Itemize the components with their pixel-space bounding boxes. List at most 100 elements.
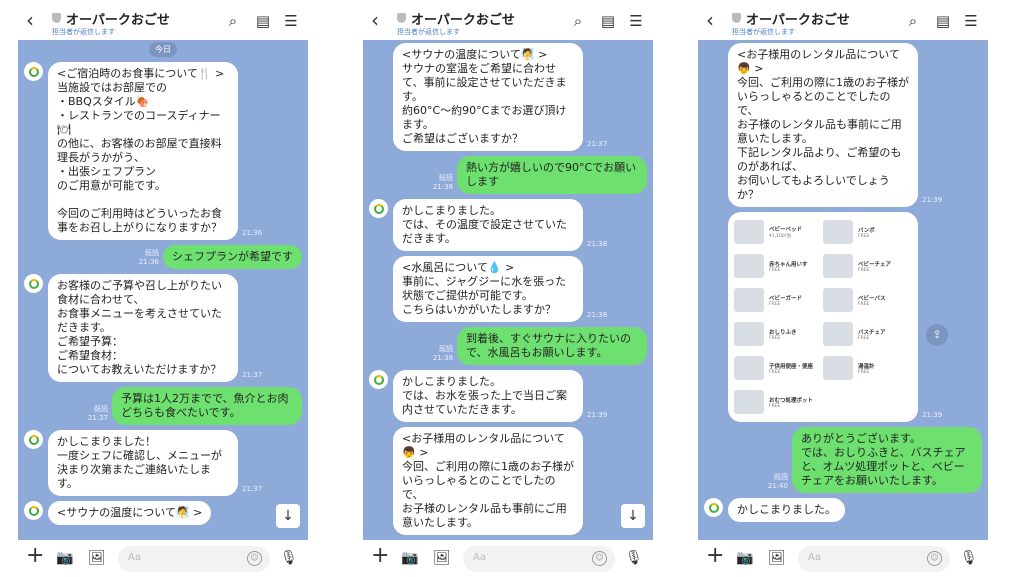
rental-item-price: FREE bbox=[769, 301, 781, 307]
chat-area[interactable]: <お子様用のレンタル品について👦 > 今回、ご利用の際に1歳のお子様がいらっしゃ… bbox=[698, 40, 988, 540]
plus-icon[interactable]: + bbox=[706, 543, 725, 568]
rental-item-photo bbox=[734, 390, 764, 414]
avatar-logo-icon bbox=[708, 502, 719, 513]
menu-icon[interactable]: ☰ bbox=[284, 12, 298, 30]
back-chevron-icon[interactable]: ‹ bbox=[706, 8, 714, 32]
avatar-logo-icon bbox=[373, 203, 384, 214]
emoji-icon[interactable]: ☺ bbox=[247, 551, 262, 566]
message-list: <お子様用のレンタル品について👦 > 今回、ご利用の際に1歳のお子様がいらっしゃ… bbox=[698, 43, 988, 527]
rental-item-photo bbox=[734, 288, 764, 312]
camera-icon[interactable]: 📷 bbox=[56, 550, 74, 566]
received-message: かしこまりました。 では、お水を張った上で当日ご案内させていただきます。 bbox=[393, 370, 583, 422]
received-message: お客様のご予算や召し上がりたい食材に合わせて、 お食事メニューを考えさせていただ… bbox=[48, 274, 238, 382]
rental-item-photo bbox=[734, 254, 764, 278]
sender-avatar[interactable] bbox=[369, 370, 388, 389]
rental-item-price: FREE bbox=[769, 369, 781, 375]
notes-icon[interactable]: ▤ bbox=[935, 12, 951, 30]
microphone-icon[interactable]: 🎙 bbox=[280, 550, 298, 566]
plus-icon[interactable]: + bbox=[371, 543, 390, 568]
read-receipt: 既読 21:38 bbox=[432, 345, 453, 362]
back-chevron-icon[interactable]: ‹ bbox=[26, 8, 34, 32]
message-time: 21:37 bbox=[242, 485, 263, 493]
sent-message: ありがとうございます。 では、おしりふきと、バスチェアと、オムツ処理ポットと、ベ… bbox=[792, 427, 982, 493]
date-separator: 今日 bbox=[149, 42, 177, 57]
microphone-icon[interactable]: 🎙 bbox=[960, 550, 978, 566]
search-icon[interactable]: ⌕ bbox=[573, 12, 583, 30]
rental-item-price: FREE bbox=[858, 335, 870, 341]
official-shield-icon bbox=[397, 13, 406, 23]
read-receipt: 既読 21:38 bbox=[432, 174, 453, 191]
sent-message: 到着後、すぐサウナに入りたいので、水風呂もお願いします。 bbox=[457, 327, 647, 365]
message-input[interactable]: Aa☺ bbox=[798, 546, 950, 572]
plus-icon[interactable]: + bbox=[26, 543, 45, 568]
chat-title: オーパークおごせ bbox=[411, 13, 515, 28]
rental-item-name: ベビーバス bbox=[858, 295, 886, 302]
image-icon[interactable]: 🖼 bbox=[88, 550, 106, 566]
sender-avatar[interactable] bbox=[24, 274, 43, 293]
message-row: かしこまりました。 では、その温度で設定させていただきます。21:38 bbox=[363, 199, 653, 251]
received-message: <水風呂について💧 > 事前に、ジャグジーに水を張った状態でご提供が可能です。 … bbox=[393, 256, 583, 322]
sender-avatar[interactable] bbox=[704, 498, 723, 517]
chat-header: ‹オーパークおごせ担当者が返信します⌕▤☰ bbox=[16, 0, 310, 40]
sender-avatar[interactable] bbox=[24, 501, 43, 520]
rental-item-price: FREE bbox=[858, 267, 870, 273]
notes-icon[interactable]: ▤ bbox=[600, 12, 616, 30]
back-chevron-icon[interactable]: ‹ bbox=[371, 8, 379, 32]
message-input[interactable]: Aa☺ bbox=[463, 546, 615, 572]
image-icon[interactable]: 🖼 bbox=[768, 550, 786, 566]
rental-item-name: ベビーベッド bbox=[769, 227, 803, 233]
share-button[interactable]: ⇪ bbox=[926, 324, 948, 346]
rental-item-name: 湯温計 bbox=[858, 363, 875, 370]
scroll-down-button[interactable]: ↓ bbox=[621, 504, 645, 528]
camera-icon[interactable]: 📷 bbox=[736, 550, 754, 566]
image-icon[interactable]: 🖼 bbox=[433, 550, 451, 566]
rental-item-name: おしりふき bbox=[769, 329, 797, 336]
sender-avatar[interactable] bbox=[24, 430, 43, 449]
official-shield-icon bbox=[52, 13, 61, 23]
emoji-icon[interactable]: ☺ bbox=[927, 551, 942, 566]
rental-item: ベビーベッド¥1,100/泊 bbox=[734, 218, 823, 246]
rental-item-price: FREE bbox=[858, 301, 870, 307]
camera-icon[interactable]: 📷 bbox=[401, 550, 419, 566]
microphone-icon[interactable]: 🎙 bbox=[625, 550, 643, 566]
search-icon[interactable]: ⌕ bbox=[228, 12, 238, 30]
menu-icon[interactable]: ☰ bbox=[964, 12, 978, 30]
message-time: 21:38 bbox=[587, 311, 608, 319]
rental-item-photo bbox=[734, 356, 764, 380]
message-input[interactable]: Aa☺ bbox=[118, 546, 270, 572]
chat-area[interactable]: <サウナの温度について🧖 > サウナの室温をご希望に合わせて、事前に設定させてい… bbox=[363, 40, 653, 540]
sender-avatar[interactable] bbox=[24, 62, 43, 81]
received-message: <サウナの温度について🧖 > bbox=[48, 501, 212, 525]
search-icon[interactable]: ⌕ bbox=[908, 12, 918, 30]
message-list: <サウナの温度について🧖 > サウナの室温をご希望に合わせて、事前に設定させてい… bbox=[363, 43, 653, 540]
sender-avatar[interactable] bbox=[369, 199, 388, 218]
scroll-down-button[interactable]: ↓ bbox=[276, 504, 300, 528]
received-message: かしこまりました！ 一度シェフに確認し、メニューが決まり次第またご連絡いたします… bbox=[48, 430, 238, 496]
rental-item-price: ¥1,100/泊 bbox=[769, 234, 791, 239]
notes-icon[interactable]: ▤ bbox=[255, 12, 271, 30]
avatar-logo-icon bbox=[28, 66, 39, 77]
emoji-icon[interactable]: ☺ bbox=[592, 551, 607, 566]
rental-item-photo bbox=[823, 288, 853, 312]
avatar-logo-icon bbox=[28, 434, 39, 445]
chat-area[interactable]: 今日<ご宿泊時のお食事について🍴 > 当施設ではお部屋での ・BBQスタイル🍖 … bbox=[18, 40, 308, 540]
menu-icon[interactable]: ☰ bbox=[629, 12, 643, 30]
rental-item-name: ベビーチェア bbox=[858, 261, 892, 268]
